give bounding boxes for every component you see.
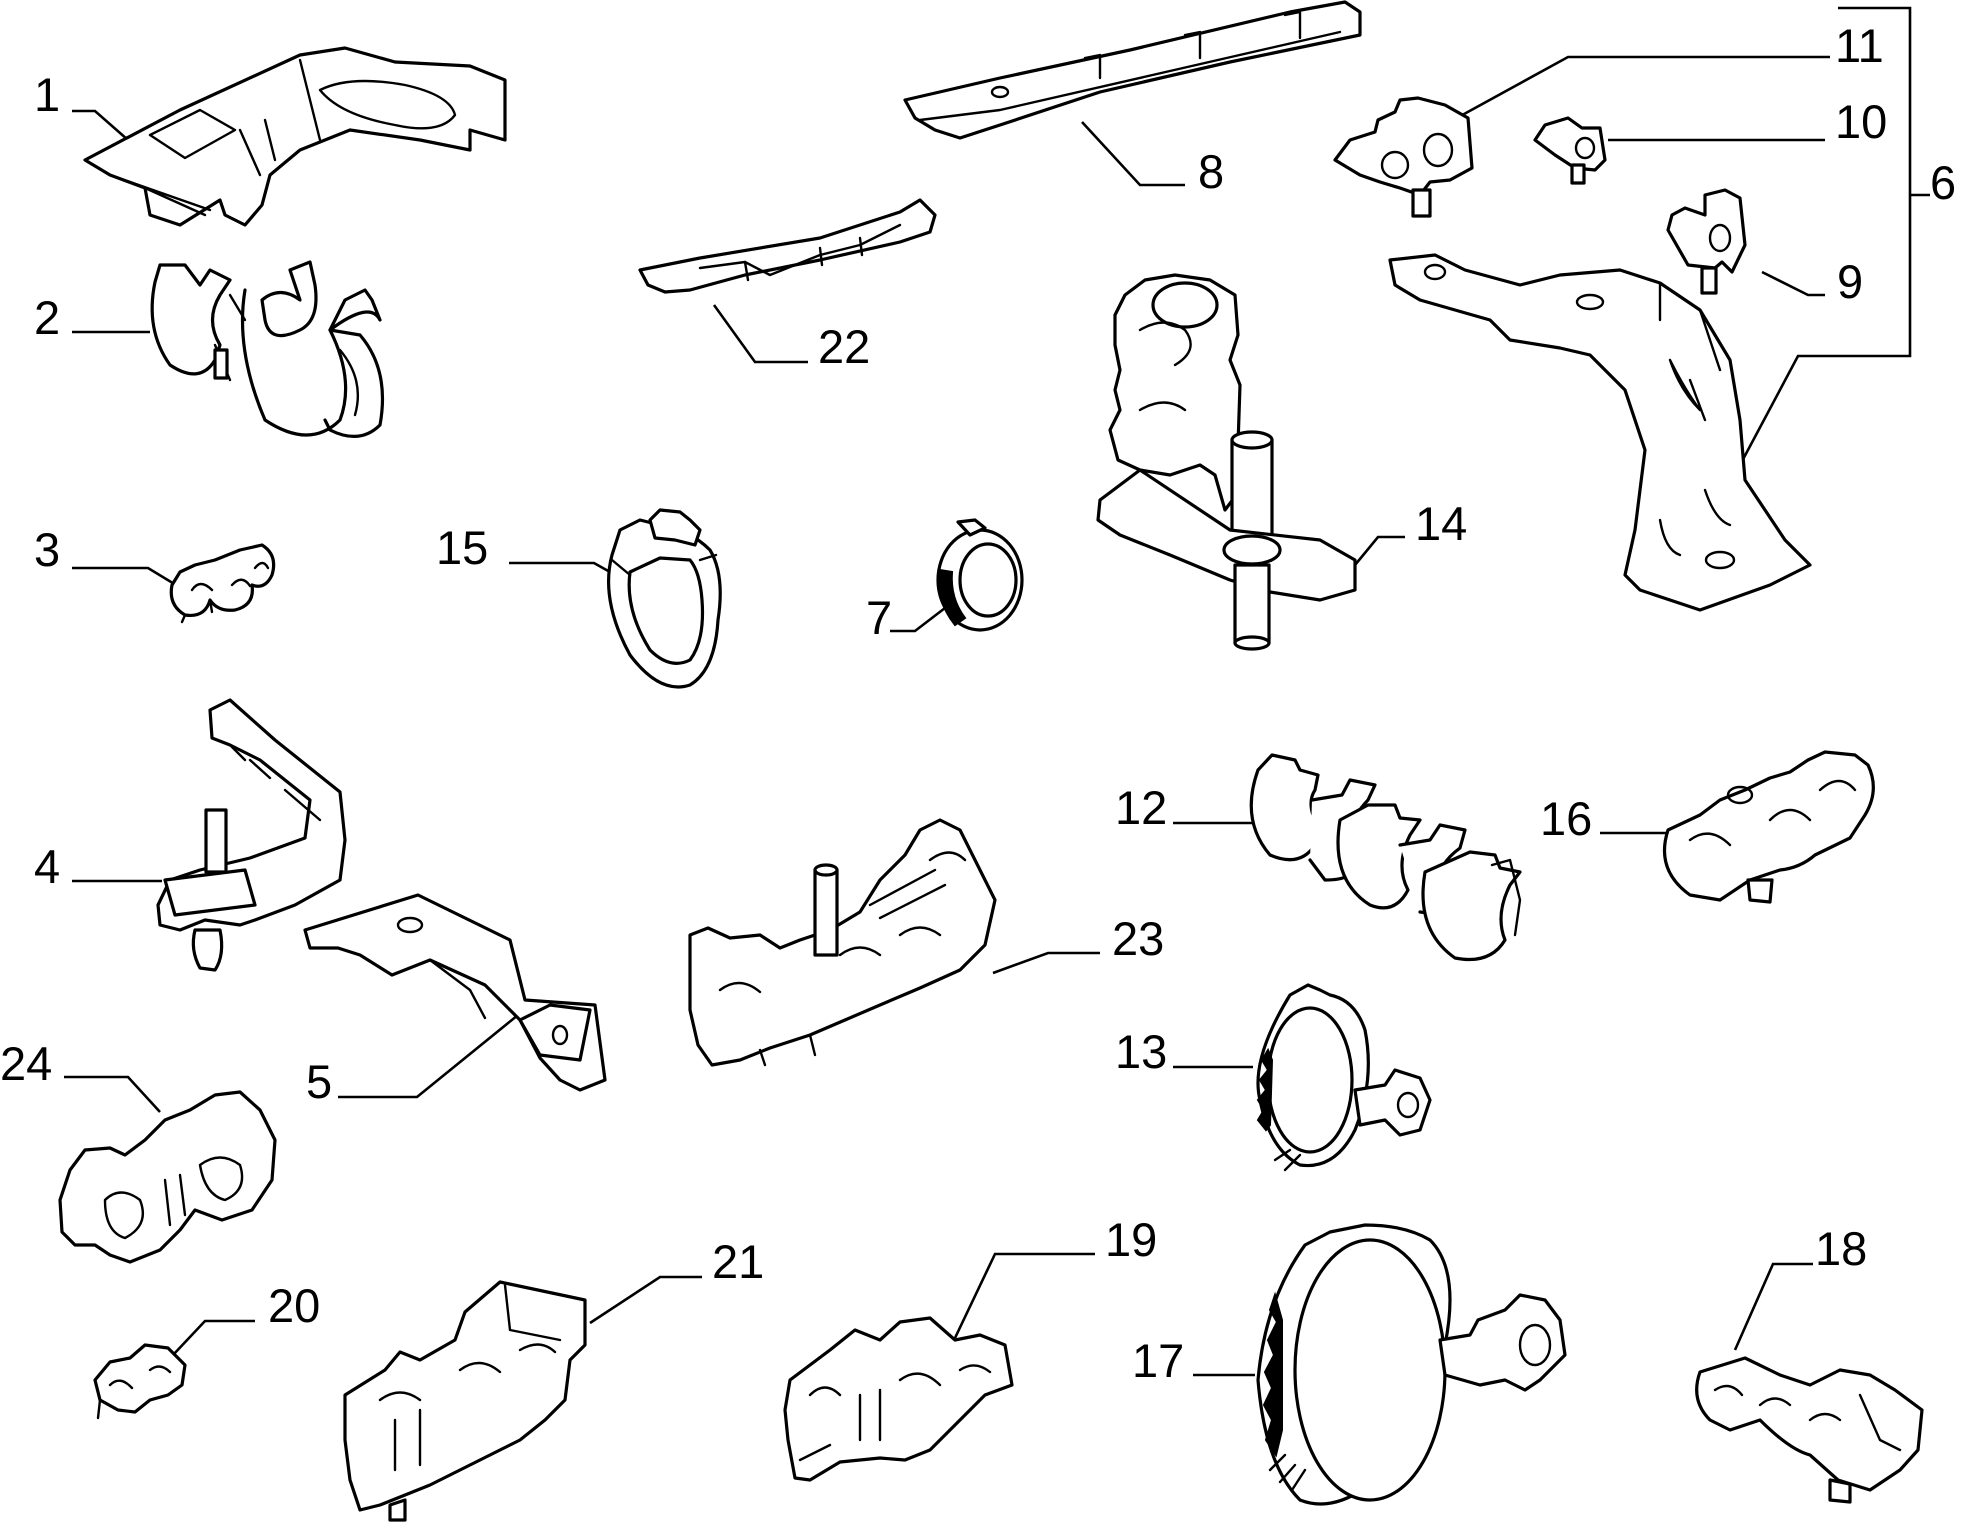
part-11-clip xyxy=(1333,96,1474,218)
leader-22 xyxy=(712,304,808,364)
leader-18 xyxy=(1733,1262,1813,1351)
part-12-triple-clip xyxy=(1249,753,1522,962)
leader-1 xyxy=(72,109,129,141)
leader-11 xyxy=(1454,55,1830,121)
callout-2: 2 xyxy=(34,291,60,344)
callout-7: 7 xyxy=(866,591,892,644)
part-3-small-clip xyxy=(169,543,276,624)
part-18-clip-block xyxy=(1695,1356,1924,1504)
leader-15 xyxy=(509,561,611,574)
part-6-large-bracket xyxy=(1388,253,1812,612)
callout-16: 16 xyxy=(1540,792,1592,845)
part-10-small-clip xyxy=(1533,116,1607,185)
leader-9 xyxy=(1761,270,1825,297)
leader-7 xyxy=(890,606,946,633)
callout-20: 20 xyxy=(268,1279,320,1332)
leader-24 xyxy=(64,1075,161,1113)
callout-22: 22 xyxy=(818,320,870,373)
callout-18: 18 xyxy=(1815,1222,1867,1275)
leader-20 xyxy=(172,1319,255,1356)
callout-14: 14 xyxy=(1415,497,1467,550)
callout-numbers: 1 2 3 4 5 6 7 8 9 10 11 12 13 14 15 16 1… xyxy=(0,19,1956,1387)
callout-6: 6 xyxy=(1930,156,1956,209)
part-19-clip-block xyxy=(783,1316,1014,1482)
leader-lines xyxy=(64,6,1930,1377)
callout-8: 8 xyxy=(1198,145,1224,198)
callout-12: 12 xyxy=(1115,781,1167,834)
part-5-angle-bracket xyxy=(303,893,607,1092)
callout-9: 9 xyxy=(1837,255,1863,308)
callout-15: 15 xyxy=(436,521,488,574)
callout-23: 23 xyxy=(1112,912,1164,965)
part-16-clip-block xyxy=(1662,750,1875,904)
callout-3: 3 xyxy=(34,523,60,576)
part-1-bracket xyxy=(83,46,507,227)
callout-24: 24 xyxy=(0,1037,52,1090)
part-13-band-clip xyxy=(1256,983,1432,1172)
part-2-double-clip xyxy=(150,260,385,438)
part-15-band-clamp xyxy=(606,508,722,689)
part-4-stud-bracket xyxy=(156,698,347,972)
part-22-strip xyxy=(638,198,937,294)
callout-4: 4 xyxy=(34,840,60,893)
callout-10: 10 xyxy=(1835,95,1887,148)
leader-19 xyxy=(953,1252,1095,1339)
callout-1: 1 xyxy=(34,68,60,121)
leader-14 xyxy=(1353,535,1405,566)
part-14-stud-holder xyxy=(1096,273,1357,651)
leader-23 xyxy=(992,951,1100,975)
leader-5 xyxy=(338,1013,519,1099)
part-23-stud-multi-clip xyxy=(688,818,997,1067)
leader-21 xyxy=(589,1275,702,1325)
leader-6 xyxy=(1738,6,1912,466)
callout-11: 11 xyxy=(1835,19,1884,72)
part-21-clip-block xyxy=(343,1280,587,1522)
part-17-large-band xyxy=(1256,1223,1567,1506)
callout-19: 19 xyxy=(1105,1213,1157,1266)
leader-8 xyxy=(1081,121,1185,187)
callout-5: 5 xyxy=(306,1055,332,1108)
leader-3 xyxy=(72,566,177,587)
part-9-small-clip xyxy=(1666,188,1747,295)
callout-21: 21 xyxy=(712,1235,764,1288)
part-8-long-strip xyxy=(903,0,1362,140)
part-24-double-clip xyxy=(58,1090,277,1264)
callout-13: 13 xyxy=(1115,1025,1167,1078)
part-20-small-clip xyxy=(93,1343,187,1420)
part-7-band-clip xyxy=(936,518,1024,632)
callout-17: 17 xyxy=(1132,1334,1184,1387)
